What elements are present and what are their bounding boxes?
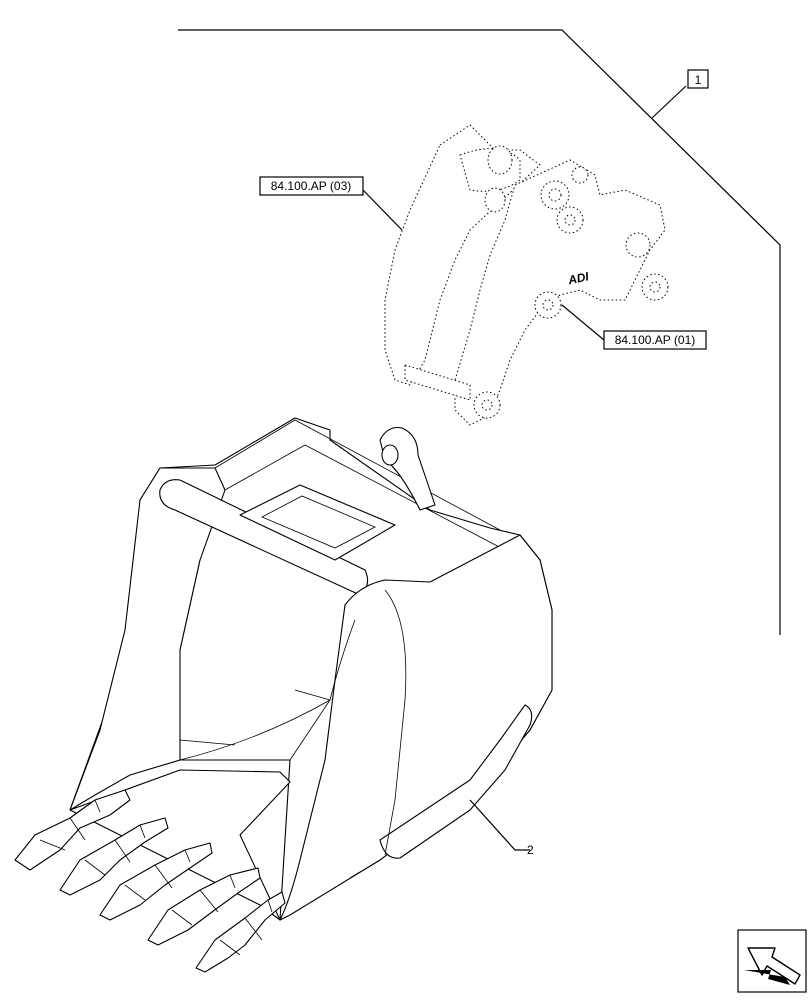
assembly-bracket-line — [178, 29, 781, 635]
callout-1-box[interactable]: 1 — [687, 69, 709, 89]
tooth-4 — [147, 867, 261, 946]
tooth-2 — [59, 817, 169, 896]
quick-coupler: ADI — [384, 124, 669, 426]
callout-03-leader — [362, 189, 403, 231]
callout-01-label: 84.100.AP (01) — [615, 333, 696, 347]
navigation-arrow-icon[interactable] — [737, 929, 807, 993]
callout-1-leader — [651, 85, 687, 119]
callout-03-label: 84.100.AP (03) — [271, 179, 352, 193]
callout-03-box[interactable]: 84.100.AP (03) — [259, 176, 364, 196]
callout-2-label[interactable]: 2 — [527, 843, 534, 857]
callout-01-leader — [561, 304, 605, 341]
callout-01-box[interactable]: 84.100.AP (01) — [603, 330, 707, 350]
tooth-5 — [195, 891, 286, 973]
coupler-logo: ADI — [566, 269, 591, 287]
tooth-3 — [99, 842, 213, 921]
tooth-1 — [14, 789, 131, 871]
callout-1-label: 1 — [695, 73, 702, 87]
excavator-bucket — [69, 417, 553, 921]
bucket-teeth — [14, 789, 286, 973]
callout-2-leader — [469, 799, 530, 851]
